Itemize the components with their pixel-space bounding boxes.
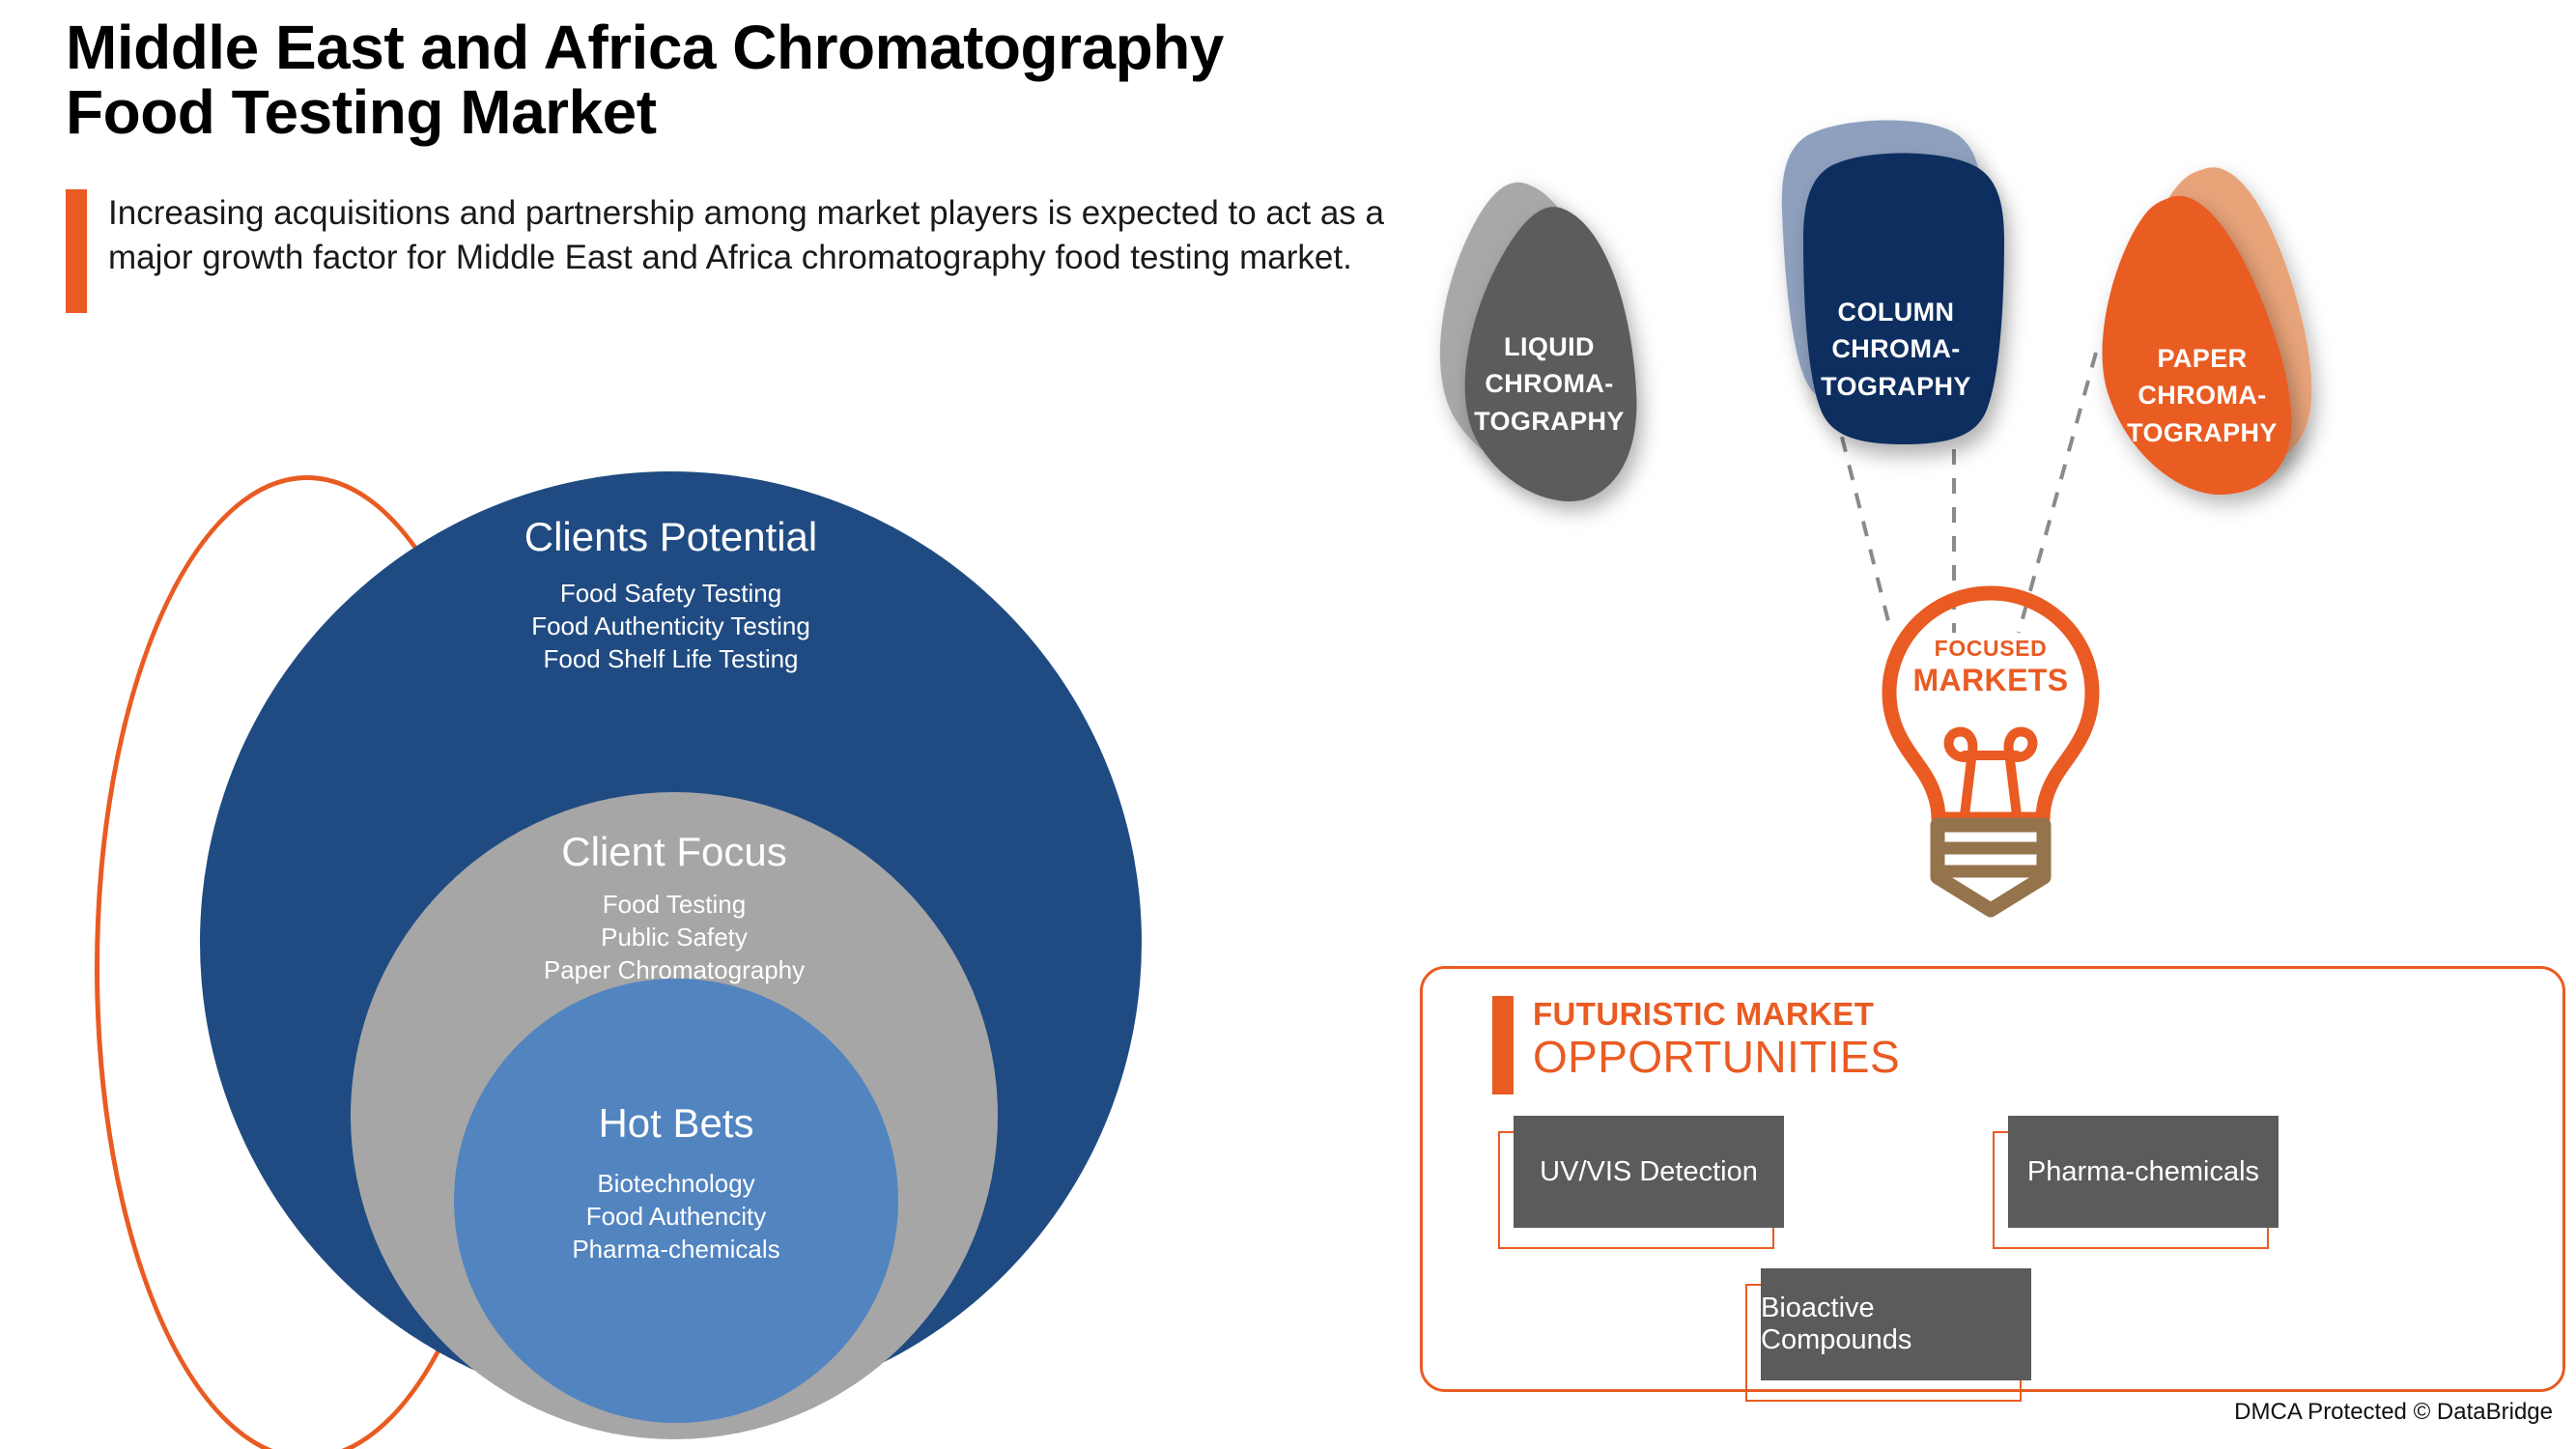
petal-liquid-chromatography[interactable]: LIQUID CHROMA- TOGRAPHY (1430, 182, 1719, 502)
futuristic-market-opportunities-panel: FUTURISTIC MARKET OPPORTUNITIES UV/VIS D… (1420, 966, 2565, 1402)
page-title-line2: Food Testing Market (66, 76, 657, 147)
circle-inner-items: Biotechnology Food Authencity Pharma-che… (454, 1168, 898, 1265)
petal-liquid-label: LIQUID CHROMA- TOGRAPHY (1443, 328, 1656, 440)
circle-mid-item-0: Food Testing (602, 890, 747, 919)
circle-mid-title: Client Focus (561, 829, 787, 874)
circle-outer-item-1: Food Authenticity Testing (531, 611, 810, 640)
subtitle-block: Increasing acquisitions and partnership … (66, 189, 1437, 313)
panel-title-line1: FUTURISTIC MARKET (1533, 996, 1875, 1032)
petal-paper-label: PAPER CHROMA- TOGRAPHY (2096, 340, 2308, 451)
opportunity-label-1: Pharma-chemicals (2008, 1116, 2279, 1228)
circle-inner-title: Hot Bets (598, 1100, 754, 1146)
petal-column-line2: CHROMA- (1831, 334, 1961, 364)
petal-column-chromatography[interactable]: COLUMN CHROMA- TOGRAPHY (1753, 118, 2043, 446)
subtitle-accent-bar (66, 189, 87, 313)
circle-outer-item-0: Food Safety Testing (559, 579, 782, 608)
opportunity-card-2[interactable]: Bioactive Compounds (1745, 1268, 2035, 1402)
panel-title-group: FUTURISTIC MARKET OPPORTUNITIES (1533, 996, 1900, 1094)
chromatography-types-group: LIQUID CHROMA- TOGRAPHY COLUMN CHROMA- T… (1439, 120, 2473, 609)
circle-inner-item-2: Pharma-chemicals (572, 1234, 780, 1264)
subtitle-text: Increasing acquisitions and partnership … (108, 194, 1384, 277)
lightbulb-icon (1882, 585, 2100, 918)
concentric-circles-diagram: Clients Potential Food Safety Testing Fo… (0, 415, 1246, 1449)
circle-outer-items: Food Safety Testing Food Authenticity Te… (200, 578, 1142, 675)
circle-inner-item-1: Food Authencity (585, 1201, 767, 1231)
page-title: Middle East and Africa Chromatography Fo… (66, 15, 1572, 144)
petal-liquid-shape (1439, 182, 1637, 502)
petal-liquid-line2: CHROMA- (1485, 369, 1614, 399)
circle-outer-title: Clients Potential (524, 514, 818, 559)
footer-copyright: DMCA Protected © DataBridge (2234, 1399, 2553, 1425)
petal-liquid-line1: LIQUID (1504, 332, 1595, 361)
opportunity-card-0[interactable]: UV/VIS Detection (1498, 1116, 1788, 1249)
petal-column-line3: TOGRAPHY (1821, 371, 1971, 401)
petal-paper-line3: TOGRAPHY (2127, 417, 2278, 447)
page-title-line1: Middle East and Africa Chromatography (66, 13, 1224, 82)
petal-liquid-line3: TOGRAPHY (1474, 406, 1625, 436)
petal-paper-shape (2102, 167, 2312, 496)
opportunity-label-2: Bioactive Compounds (1761, 1268, 2031, 1380)
panel-accent-bar (1492, 996, 1514, 1094)
circle-outer-item-2: Food Shelf Life Testing (543, 643, 799, 673)
circle-hot-bets[interactable]: Hot Bets Biotechnology Food Authencity P… (454, 979, 898, 1423)
petal-paper-line1: PAPER (2157, 344, 2248, 373)
focused-markets-lightbulb[interactable]: FOCUSED MARKETS (1864, 578, 2117, 918)
circle-mid-items: Food Testing Public Safety Paper Chromat… (351, 889, 998, 986)
dashed-connector-lines (1819, 333, 2098, 634)
panel-title-line2: OPPORTUNITIES (1533, 1032, 1901, 1082)
petal-column-label: COLUMN CHROMA- TOGRAPHY (1790, 294, 2002, 405)
petal-column-shape (1781, 120, 2004, 444)
panel-header: FUTURISTIC MARKET OPPORTUNITIES (1492, 996, 1900, 1094)
opportunity-label-0: UV/VIS Detection (1514, 1116, 1784, 1228)
bulb-label-line1: FOCUSED (1934, 636, 2048, 661)
circle-mid-item-1: Public Safety (601, 922, 748, 952)
petal-paper-line2: CHROMA- (2137, 381, 2267, 411)
circle-inner-item-0: Biotechnology (597, 1169, 755, 1198)
opportunity-card-1[interactable]: Pharma-chemicals (1993, 1116, 2282, 1249)
petal-column-line1: COLUMN (1837, 298, 1955, 327)
bulb-label-line2: MARKETS (1912, 663, 2069, 697)
petal-paper-chromatography[interactable]: PAPER CHROMA- TOGRAPHY (2077, 166, 2386, 496)
